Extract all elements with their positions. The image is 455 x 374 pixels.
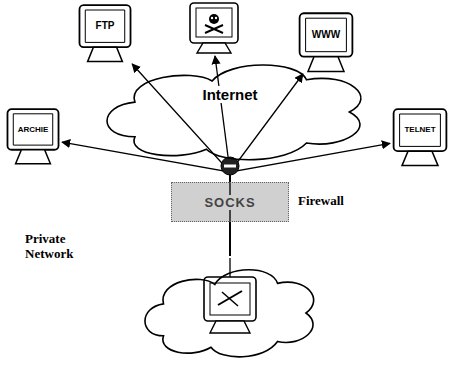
- monitor-outline: [76, 4, 134, 64]
- server-monitor: TELNET: [390, 108, 450, 168]
- server-monitor: FTP: [76, 4, 134, 64]
- pirate-monitor: [190, 3, 238, 53]
- monitor-outline: [4, 108, 62, 166]
- server-label: FTP: [85, 20, 124, 32]
- server-monitor: ARCHIE: [4, 108, 62, 166]
- network-cloud: Private Network: [135, 256, 325, 370]
- cloud-outline: [135, 256, 325, 370]
- monitor-outline: [296, 12, 356, 74]
- server-label: WWW: [306, 29, 347, 41]
- firewall-label: Firewall: [298, 193, 344, 209]
- firewall-box: SOCKSFirewall: [171, 182, 289, 222]
- proxy-label: SOCKS: [201, 195, 258, 210]
- network-label: Private Network: [25, 232, 105, 262]
- no-entry-bar: [224, 165, 236, 168]
- server-label: TELNET: [400, 125, 441, 135]
- internet-cloud: Internet: [92, 50, 378, 174]
- server-monitor: WWW: [296, 12, 356, 74]
- network-label: Internet: [199, 86, 260, 103]
- server-label: ARCHIE: [13, 125, 52, 135]
- cloud-outline: [92, 50, 378, 174]
- monitor-outline: [390, 108, 450, 168]
- connection-line: [229, 258, 230, 277]
